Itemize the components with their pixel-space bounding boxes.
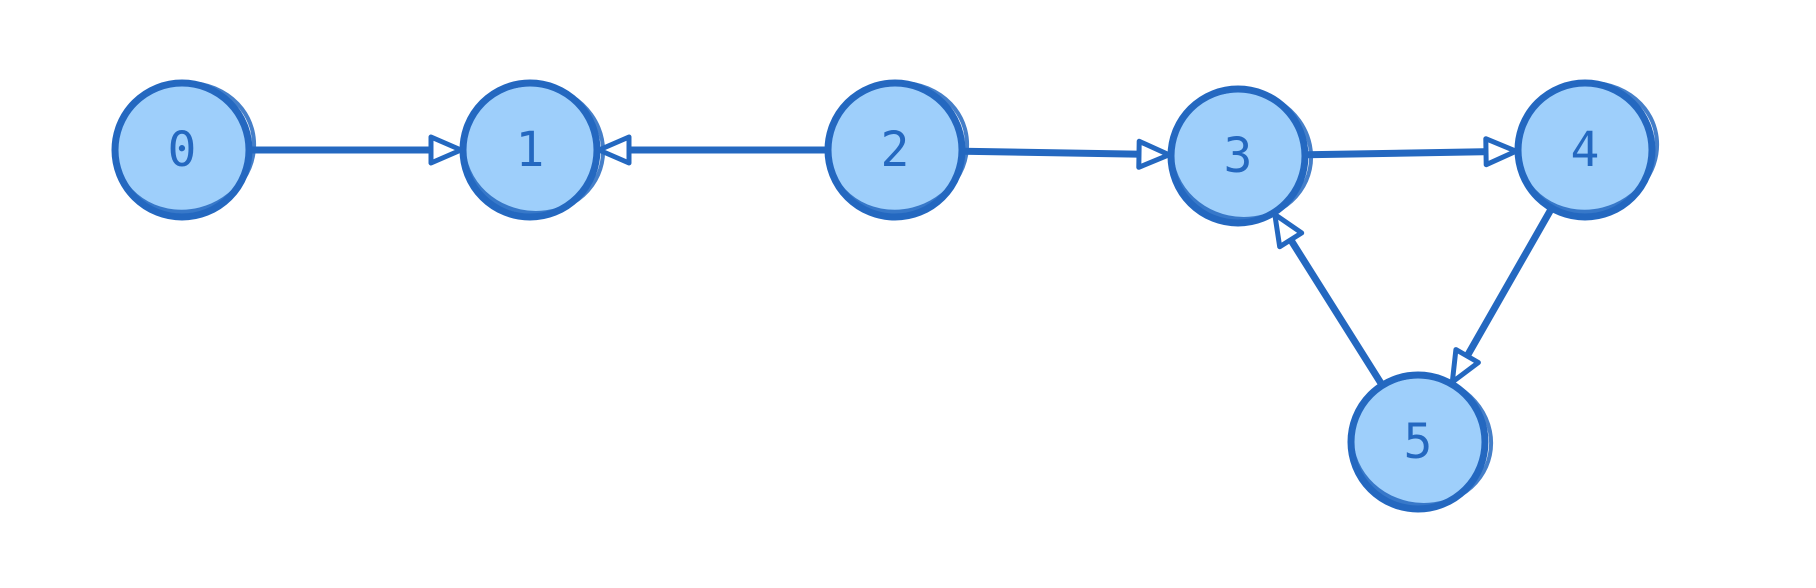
arrowhead-icon [1483,136,1519,168]
arrowhead-icon [428,134,464,166]
node-sketch-outline [1349,374,1494,507]
edge-4-to-5 [1449,206,1555,385]
node-1: 1 [459,79,606,221]
edge-5-to-3 [1272,211,1385,388]
node-sketch-outline [825,80,970,214]
edges-layer [247,134,1555,388]
node-label: 3 [1224,128,1253,184]
edge-line [1285,232,1385,388]
nodes-layer: 0 1 2 3 4 5 [111,79,1660,513]
node-0: 0 [111,79,257,221]
node-label: 4 [1571,122,1600,178]
node-3: 3 [1167,85,1314,227]
node-label: 0 [168,122,197,178]
node-label: 2 [881,122,910,178]
node-5: 5 [1347,371,1494,513]
edge-0-to-1 [247,134,464,166]
node-sketch-outline [1169,88,1314,221]
edge-2-to-3 [960,138,1172,170]
edge-2-to-1 [596,134,830,166]
node-2: 2 [824,79,970,221]
edge-line [1303,148,1494,159]
node-label: 5 [1404,414,1433,470]
arrowhead-icon [1136,138,1172,170]
node-label: 1 [516,122,545,178]
arrowhead-icon [1449,347,1481,385]
arrowhead-icon [1272,211,1305,250]
edge-line [960,147,1147,158]
edge-line [1461,206,1555,363]
node-sketch-outline [461,82,606,215]
node-sketch-outline [1515,80,1660,214]
node-4: 4 [1514,79,1660,221]
edge-3-to-4 [1303,136,1519,168]
arrowhead-icon [596,134,632,166]
node-sketch-outline [112,80,257,214]
